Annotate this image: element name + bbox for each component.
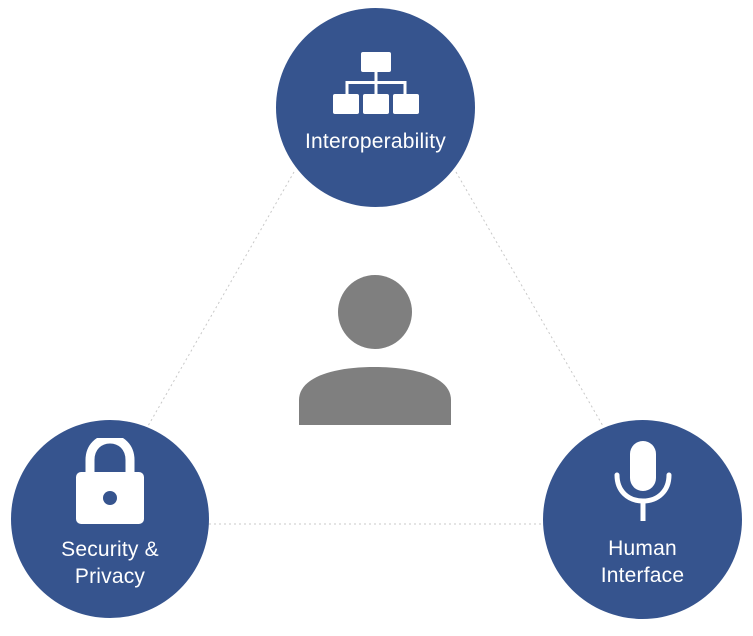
connector-top-right [455,171,604,427]
node-label: Interoperability [305,128,446,155]
microphone-icon [614,440,671,521]
hierarchy-icon [332,52,419,114]
person-icon [299,275,451,425]
node-label: Security & Privacy [61,536,159,590]
connector-top-left [147,171,295,427]
node-label-line: Interface [600,563,685,587]
node-label-line: Human [608,536,677,560]
node-interoperability: Interoperability [276,8,475,207]
lock-icon [76,438,144,524]
node-label-line: Security & [61,538,159,561]
node-label-line: Interoperability [305,130,446,153]
node-label-line: Privacy [74,565,146,588]
node-security-privacy: Security & Privacy [11,420,209,618]
